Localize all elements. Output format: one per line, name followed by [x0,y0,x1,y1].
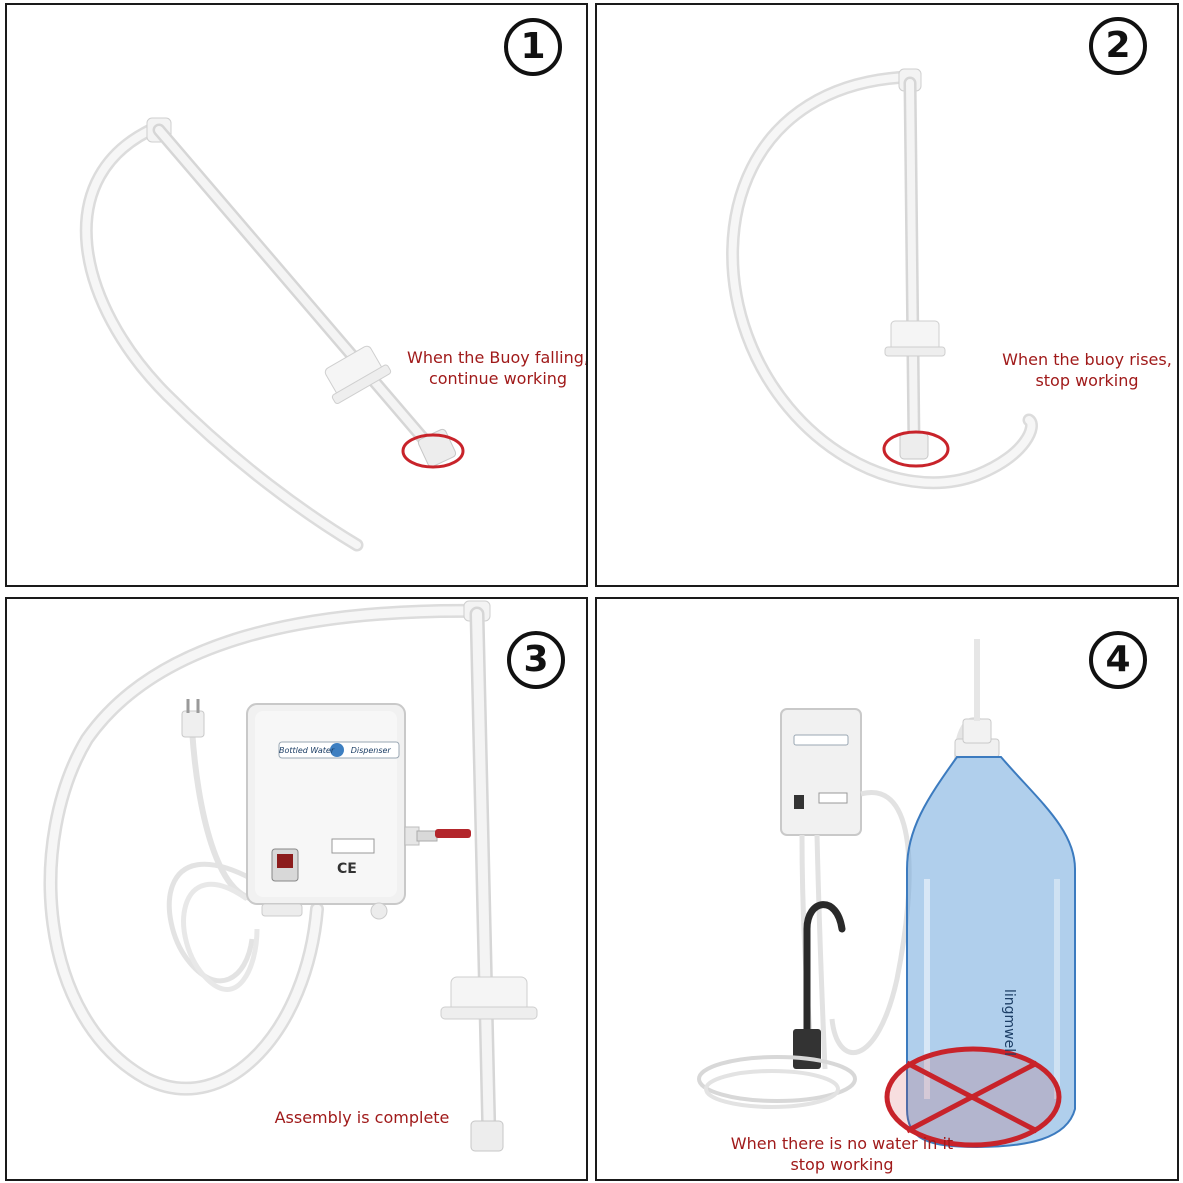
panel-step-2: 2 When the buoy rises, stop working [595,3,1179,587]
caption-line-2: stop working [1035,371,1139,390]
red-ellipse-highlight-icon [882,430,950,468]
step-number-badge: 1 [504,18,562,76]
caption-line-1: When there is no water in it [730,1134,954,1153]
pump-hose-buoy-falling-image [79,117,465,552]
assembled-pump-unit-image [43,600,538,1152]
red-cross-mark-icon [905,1060,1039,1134]
panel-step-1: 1 When the Buoy falling, continue workin… [5,3,588,587]
box-label: Bottled Water Dispenser [279,744,399,758]
panel-step-4: lingmwell 4 When there is no water in it… [595,597,1179,1181]
caption-line-1: Assembly is complete [274,1108,450,1127]
ce-mark: CE [337,861,357,877]
caption-line-1: When the Buoy falling, [407,348,588,367]
step-number-badge: 4 [1089,631,1147,689]
step-caption: When the buoy rises, stop working [997,349,1177,391]
step-caption: When the Buoy falling, continue working [403,347,588,389]
caption-line-2: continue working [428,369,568,388]
bottle-brand: lingmwell [1001,989,1017,1057]
caption-line-1: When the buoy rises, [1002,350,1172,369]
box-label-right: Dispenser [350,746,391,755]
box-label-left: Bottled Water [279,746,335,755]
caption-line-2: stop working [790,1155,894,1174]
step-caption: Assembly is complete [262,1107,462,1128]
step-number-badge: 2 [1089,17,1147,75]
red-ellipse-highlight-icon [401,433,465,469]
pump-with-empty-bottle-image [697,639,1076,1149]
pump-hose-buoy-rising-image [726,68,1038,490]
step-caption: When there is no water in it stop workin… [717,1133,967,1175]
step-number-badge: 3 [507,631,565,689]
panel-step-3: Bottled Water Dispenser CE 3 Assembly is… [5,597,588,1181]
